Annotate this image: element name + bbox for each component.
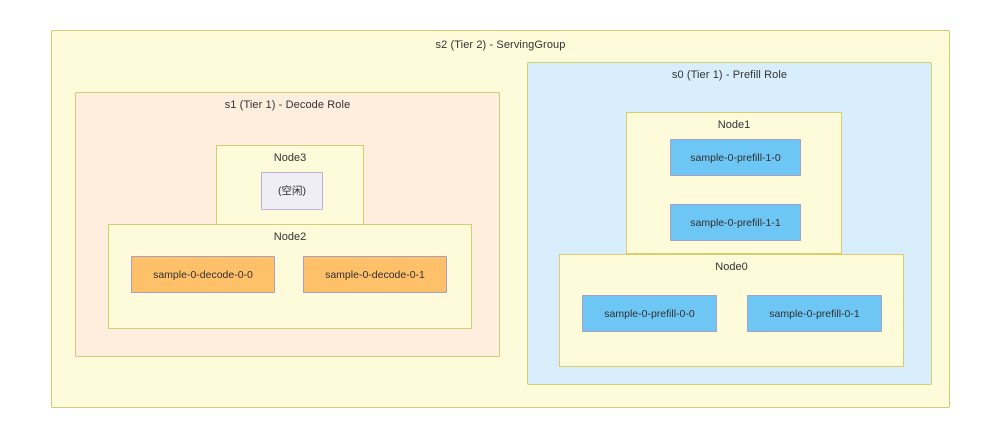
serving-group-label: s2 (Tier 2) - ServingGroup	[435, 39, 566, 51]
node-label-node1: Node1	[717, 119, 751, 131]
pod-sample-0-prefill-1-0[interactable]: sample-0-prefill-1-0	[670, 139, 801, 176]
pod-sample-0-prefill-0-1[interactable]: sample-0-prefill-0-1	[747, 295, 882, 332]
decode-role-container[interactable]: s1 (Tier 1) - Decode Role Node3 (空闲) Nod…	[75, 92, 500, 357]
node-label-node0: Node0	[715, 261, 748, 273]
node-label-node2: Node2	[273, 231, 307, 243]
prefill-role-container[interactable]: s0 (Tier 1) - Prefill Role Node1 sample-…	[527, 62, 932, 385]
node-box-node2[interactable]: Node2 sample-0-decode-0-0 sample-0-decod…	[108, 224, 472, 329]
node-box-node0[interactable]: Node0 sample-0-prefill-0-0 sample-0-pref…	[559, 254, 904, 367]
pod-sample-0-decode-0-1[interactable]: sample-0-decode-0-1	[303, 256, 447, 293]
pod-idle-node3[interactable]: (空闲)	[261, 172, 323, 210]
prefill-role-label: s0 (Tier 1) - Prefill Role	[671, 69, 788, 81]
node-box-node1[interactable]: Node1 sample-0-prefill-1-0 sample-0-pref…	[626, 112, 842, 254]
node-box-node3[interactable]: Node3 (空闲)	[216, 145, 364, 226]
node-label-node3: Node3	[273, 152, 307, 164]
pod-sample-0-prefill-0-0[interactable]: sample-0-prefill-0-0	[582, 295, 717, 332]
pod-sample-0-decode-0-0[interactable]: sample-0-decode-0-0	[131, 256, 275, 293]
serving-group-container[interactable]: s2 (Tier 2) - ServingGroup s1 (Tier 1) -…	[51, 30, 950, 408]
pod-sample-0-prefill-1-1[interactable]: sample-0-prefill-1-1	[670, 204, 801, 241]
decode-role-label: s1 (Tier 1) - Decode Role	[224, 99, 351, 111]
